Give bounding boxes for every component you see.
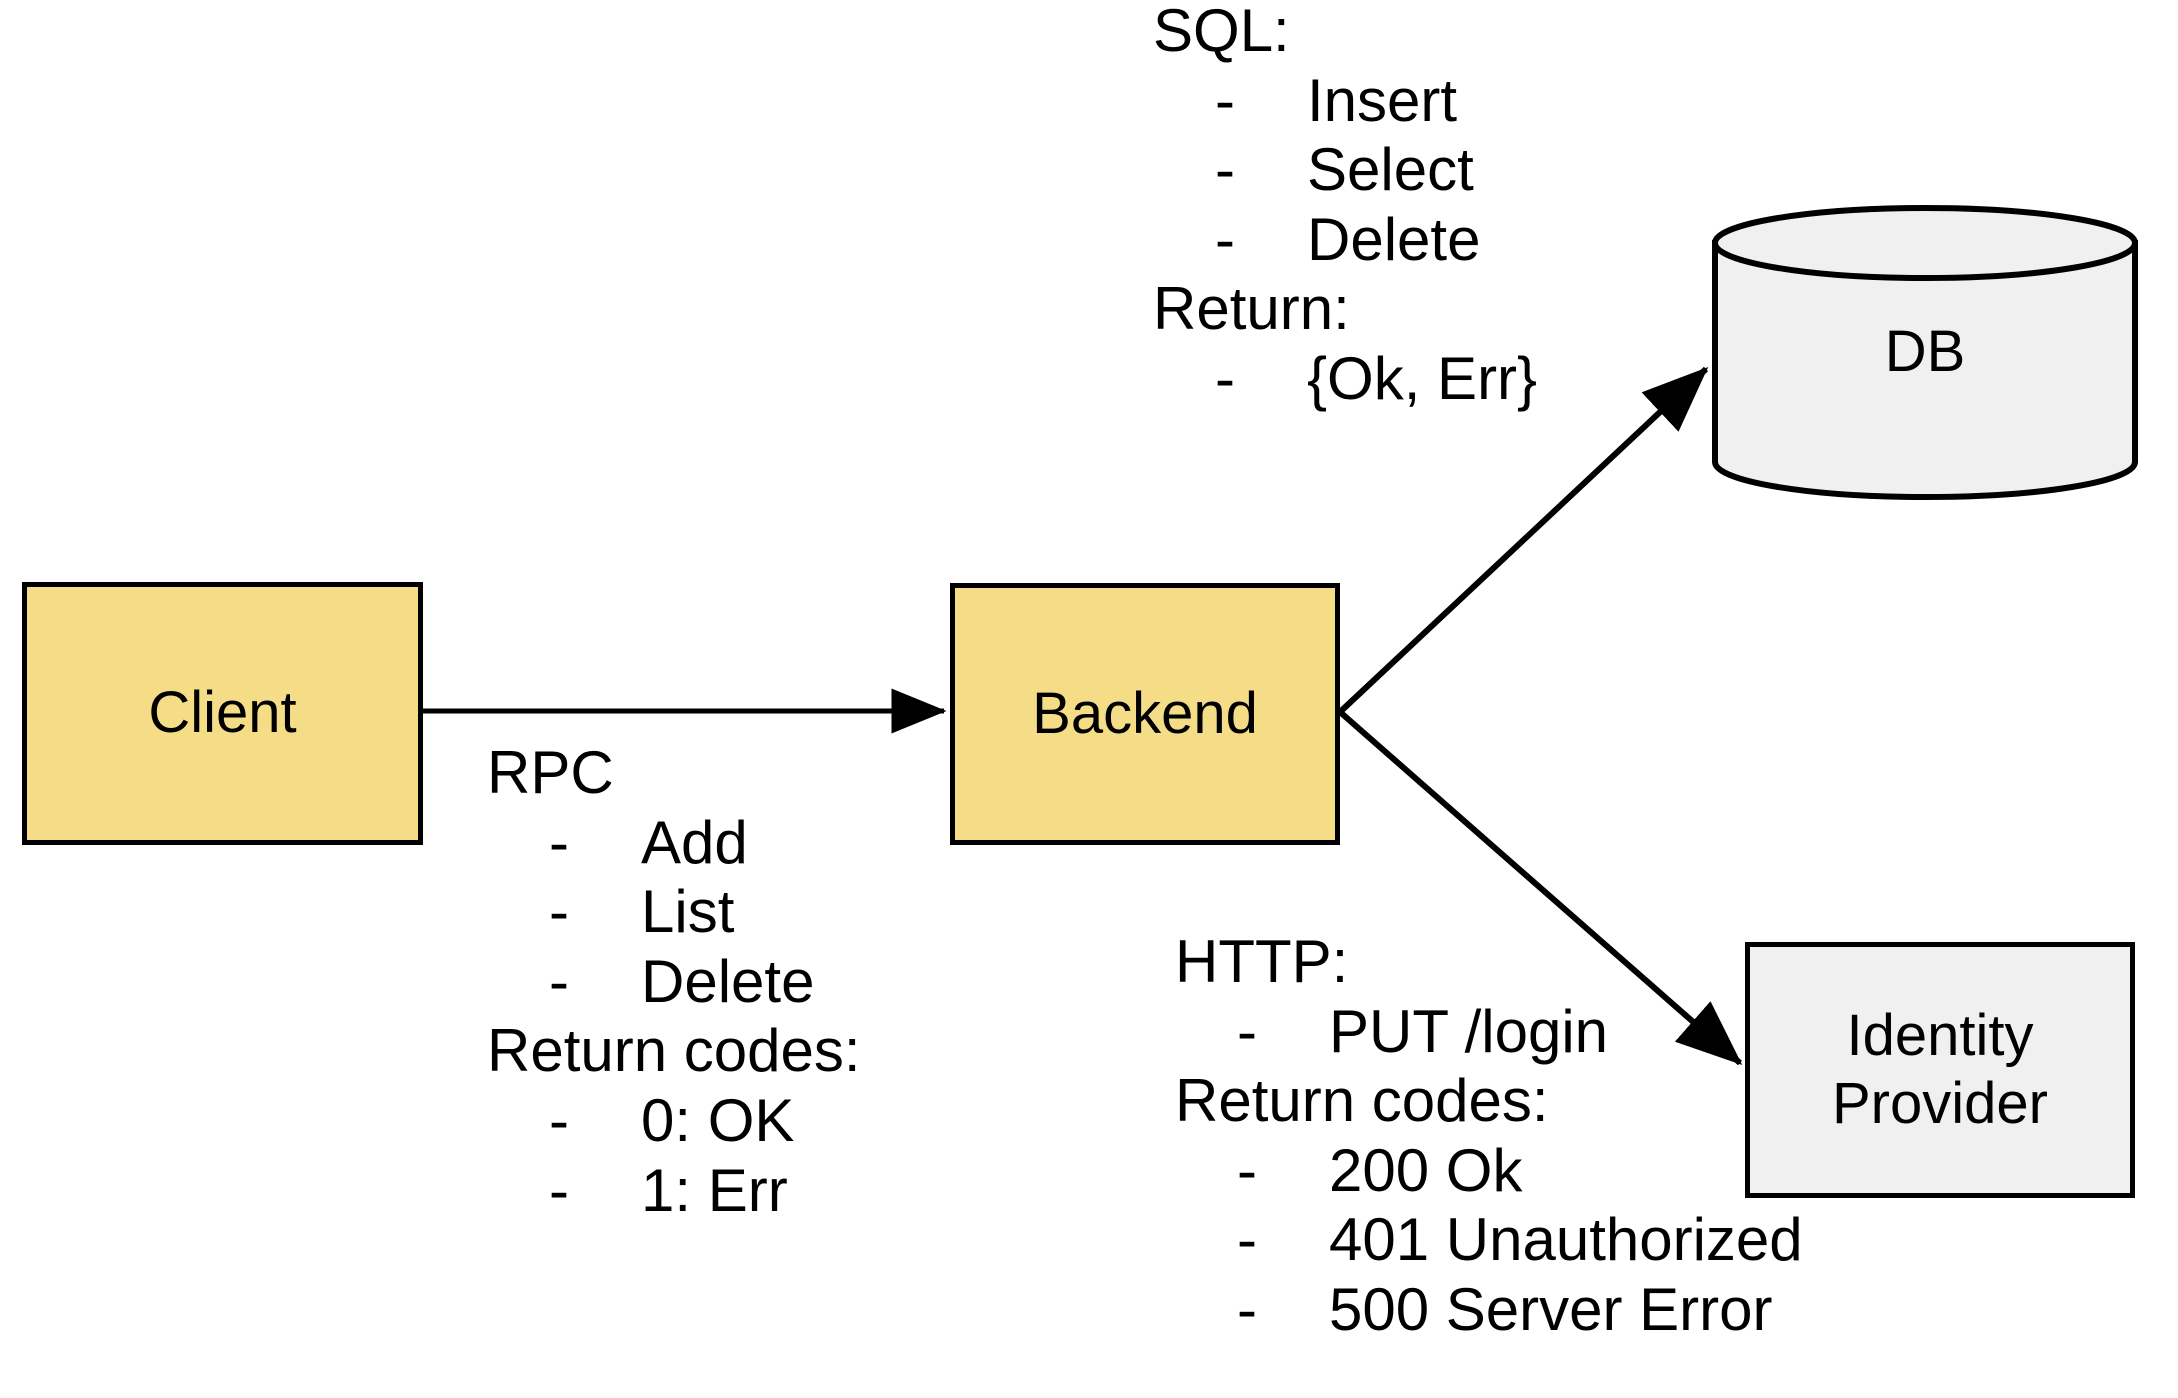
node-backend[interactable]: Backend (950, 583, 1340, 845)
annotation-rpc-item-text: Add (641, 808, 748, 876)
annotation-rpc-return-item: - 1: Err (487, 1156, 861, 1226)
edge-backend-to-db (1337, 366, 1709, 715)
node-db[interactable]: DB (1712, 205, 2138, 500)
bullet-dash-icon: - (1215, 136, 1235, 204)
annotation-rpc-heading: RPC (487, 739, 614, 806)
annotation-http-return-item: - 500 Server Error (1175, 1275, 1803, 1345)
annotation-http-return-item: - 401 Unauthorized (1175, 1205, 1803, 1275)
annotation-sql-item-text: Insert (1307, 66, 1458, 134)
node-backend-label: Backend (1032, 680, 1258, 746)
bullet-dash-icon: - (549, 808, 569, 876)
annotation-sql-item: - Insert (1153, 66, 1537, 136)
annotation-sql: SQL: - Insert - Select - Delete Return: - {O… (1153, 0, 1537, 414)
annotation-rpc-item-text: Delete (641, 947, 815, 1015)
annotation-http-return-text: 500 Server Error (1329, 1275, 1773, 1343)
bullet-dash-icon: - (549, 947, 569, 1015)
annotation-sql-item-text: Select (1307, 136, 1474, 204)
bullet-dash-icon: - (549, 1086, 569, 1154)
annotation-http-return-item: - 200 Ok (1175, 1136, 1803, 1206)
annotation-http: HTTP: -PUT /login Return codes: -200 Ok … (1175, 927, 1803, 1345)
cylinder-icon (1712, 205, 2138, 500)
annotation-rpc-item-text: List (641, 878, 735, 946)
bullet-dash-icon: - (1215, 344, 1235, 412)
annotation-rpc-returns-heading: Return codes: (487, 1017, 861, 1085)
node-identity-provider-label: Identity Provider (1832, 1002, 2048, 1136)
annotation-rpc-item: - Add (487, 808, 861, 878)
annotation-rpc-return-text: 1: Err (641, 1156, 788, 1224)
bullet-dash-icon: - (1237, 1206, 1257, 1274)
annotation-sql-heading: SQL: (1153, 0, 1290, 64)
annotation-rpc-item: - Delete (487, 947, 861, 1017)
annotation-http-return-text: 401 Unauthorized (1329, 1206, 1803, 1274)
annotation-sql-item: - Select (1153, 135, 1537, 205)
annotation-http-returns-heading: Return codes: (1175, 1067, 1549, 1135)
bullet-dash-icon: - (1237, 997, 1257, 1065)
annotation-rpc-return-text: 0: OK (641, 1086, 795, 1154)
node-identity-provider[interactable]: Identity Provider (1745, 942, 2135, 1198)
annotation-sql-item: - Delete (1153, 205, 1537, 275)
node-db-label: DB (1884, 319, 1966, 385)
annotation-sql-item-text: Delete (1307, 205, 1481, 273)
annotation-rpc-item: - List (487, 877, 861, 947)
annotation-rpc-return-item: - 0: OK (487, 1086, 861, 1156)
bullet-dash-icon: - (1215, 205, 1235, 273)
bullet-dash-icon: - (549, 1156, 569, 1224)
bullet-dash-icon: - (1237, 1136, 1257, 1204)
annotation-http-return-text: 200 Ok (1329, 1136, 1523, 1204)
node-client-label: Client (148, 680, 297, 746)
annotation-sql-return-text: {Ok, Err} (1307, 344, 1538, 412)
bullet-dash-icon: - (1237, 1275, 1257, 1343)
annotation-http-heading: HTTP: (1175, 928, 1349, 995)
annotation-sql-return-item: - {Ok, Err} (1153, 344, 1537, 414)
node-client[interactable]: Client (22, 582, 423, 845)
bullet-dash-icon: - (549, 878, 569, 946)
bullet-dash-icon: - (1215, 66, 1235, 134)
annotation-sql-returns-heading: Return: (1153, 275, 1350, 343)
annotation-http-item-text: PUT /login (1329, 997, 1609, 1065)
annotation-rpc: RPC - Add - List - Delete Return codes: - 0:… (487, 738, 861, 1225)
annotation-http-item: - PUT /login (1175, 997, 1803, 1067)
